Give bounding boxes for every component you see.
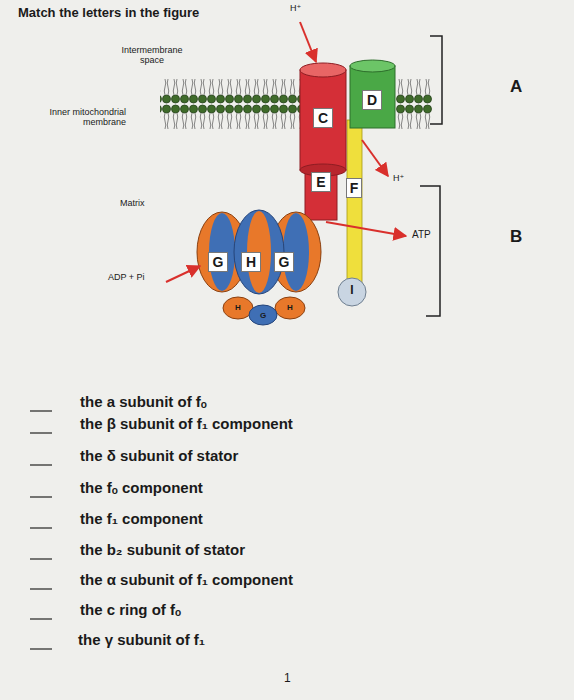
small-oval [223, 297, 253, 319]
letter-box: F [346, 178, 362, 198]
answer-blanks [30, 411, 52, 649]
region-label: Matrix [120, 199, 145, 209]
page-number: 1 [284, 672, 291, 685]
node-letter: G [213, 255, 224, 269]
node-letter: E [316, 175, 325, 189]
bracket [430, 36, 442, 124]
head-oval-band [209, 213, 235, 291]
page-title: Match the letters in the figure [18, 6, 199, 20]
node-letter: I [350, 284, 353, 296]
bracket-letter: B [510, 228, 522, 247]
atp-arrow [326, 222, 406, 236]
node-letter: D [367, 93, 377, 107]
molecule-label: ADP + Pi [108, 273, 145, 283]
letter-box: G [208, 252, 228, 272]
node-letter: C [318, 111, 328, 125]
question-item: the b₂ subunit of stator [80, 542, 245, 559]
node-letter: H [235, 304, 241, 312]
letter-box: G [274, 252, 294, 272]
node-letter: G [279, 255, 290, 269]
question-item: the c ring of fₒ [80, 602, 181, 619]
node-letter: H [287, 304, 293, 312]
proton-label: H⁺ [290, 4, 301, 14]
question-item: the a subunit of fₒ [80, 394, 207, 411]
a-subunit-top [350, 60, 395, 72]
a-subunit [350, 66, 395, 128]
letter-tag: I [346, 282, 358, 298]
question-item: the δ subunit of stator [80, 448, 238, 465]
proton-label: H⁺ [393, 174, 404, 184]
question-item: the α subunit of f₁ component [80, 572, 293, 589]
region-label: Intermembrane space [112, 46, 192, 66]
proton-arrow [300, 22, 316, 62]
c-ring-top [300, 63, 346, 77]
question-item: the f₁ component [80, 511, 203, 528]
node-letter: G [260, 312, 266, 320]
proton-arrow [362, 140, 388, 176]
letter-box: H [241, 252, 261, 272]
bracket [420, 186, 440, 316]
node-letter: H [246, 255, 256, 269]
small-oval [275, 297, 305, 319]
question-item: the β subunit of f₁ component [80, 416, 293, 433]
letter-tag: H [232, 302, 244, 314]
lipid-bilayer [396, 78, 432, 130]
letter-box: D [362, 90, 382, 110]
head-oval [271, 212, 321, 292]
bracket-letter: A [510, 78, 522, 97]
molecule-label: ATP [412, 229, 431, 240]
stator-stalk [347, 120, 362, 292]
lipid-bilayer [160, 78, 300, 130]
letter-tag: G [257, 310, 269, 322]
question-item: the γ subunit of f₁ [78, 632, 205, 649]
adp-arrow [166, 266, 200, 282]
region-label: Inner mitochondrial membrane [36, 108, 126, 128]
c-ring [300, 70, 346, 170]
question-item: the fₒ component [80, 480, 203, 497]
small-oval [249, 305, 277, 325]
letter-tag: H [284, 302, 296, 314]
letter-box: E [311, 172, 331, 192]
delta-subunit [338, 278, 366, 306]
letter-box: C [313, 108, 333, 128]
node-letter: F [350, 181, 359, 195]
